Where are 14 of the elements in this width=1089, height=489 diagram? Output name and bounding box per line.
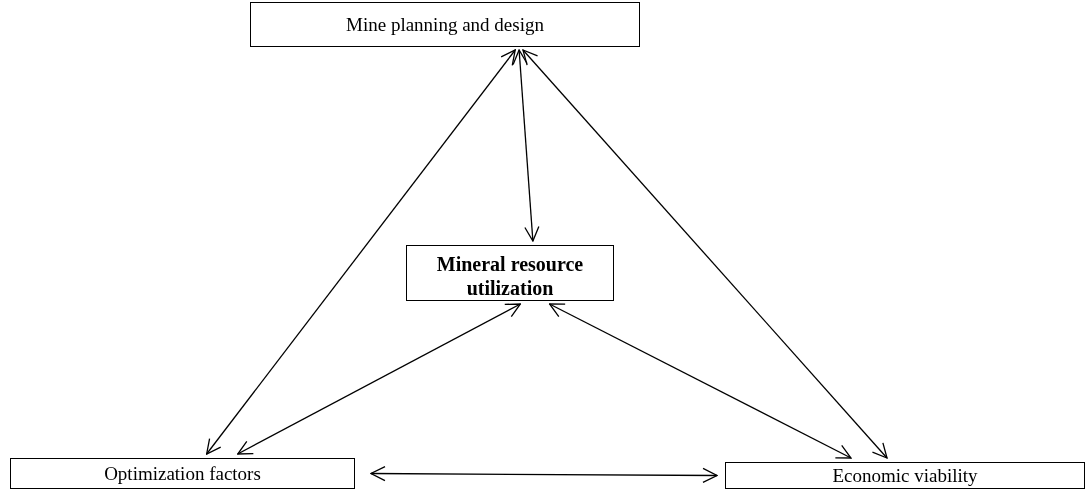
process-box bbox=[725, 462, 1085, 489]
box-label: Mine planning and design bbox=[346, 13, 544, 36]
double-arrow bbox=[548, 303, 852, 459]
process-box bbox=[406, 245, 614, 301]
double-arrow bbox=[512, 49, 540, 242]
process-box bbox=[250, 2, 640, 47]
box-label: Mineral resource utilization bbox=[435, 252, 585, 300]
box-label: Optimization factors bbox=[104, 462, 261, 485]
double-arrow bbox=[370, 465, 718, 484]
double-arrow bbox=[237, 303, 522, 455]
double-arrow bbox=[206, 49, 516, 455]
double-arrow bbox=[522, 49, 888, 459]
box-label: Economic viability bbox=[832, 464, 978, 487]
process-box bbox=[10, 458, 355, 489]
